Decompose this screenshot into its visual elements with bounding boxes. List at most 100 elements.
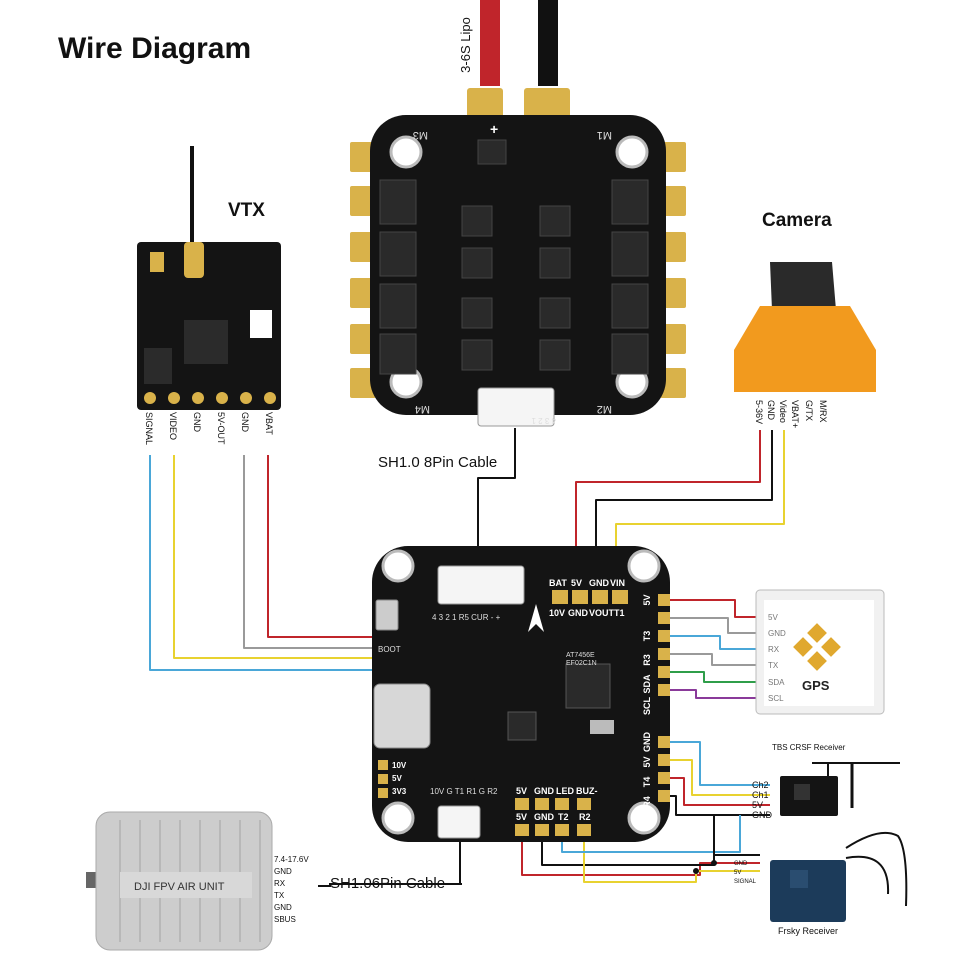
esc-cable-label: SH1.0 8Pin Cable [378,454,497,471]
esc-hole-tr [615,135,649,169]
gps-pin-tx: TX [768,661,779,670]
wire-gps-rx [668,635,760,650]
fc-boot-label: BOOT [378,645,401,654]
fc-pad-bottom-5v-2: 5V [516,812,527,822]
esc-connector [477,387,555,427]
fc-pad-right-r4: R4 [642,796,652,808]
wire-frsky-signal [583,835,760,883]
fc-pad-bottom-buz: BUZ- [576,786,598,796]
fc-connector-bottom-label: 10V G T1 R1 G R2 [430,787,498,796]
junction-dot-2 [693,868,699,874]
fc-pad-bottom-5v: 5V [516,786,527,796]
dji-title: DJI FPV AIR UNIT [134,881,225,893]
dji-air-unit: DJI FPV AIR UNIT 7.4-17.6V GND RX TX GND… [86,811,460,951]
esc-pcb [370,115,666,415]
fc-pad-right-gnd: GND [642,732,652,753]
esc-board: 3-6S Lipo + M3 M1 M4 M2 [350,17,686,427]
fc-usb-port[interactable] [373,683,431,749]
camera-pin-vbat: VBAT+ [790,400,800,428]
esc-pad-negative [524,88,570,120]
gps-pin-sda: SDA [768,678,785,687]
tbs-pin-ch1: Ch1 [752,790,769,800]
wire-tbs-ch2 [668,741,770,786]
camera-pin-gnd: GND [766,400,776,421]
gps-pin-rx: RX [768,645,780,654]
frsky-pin-gnd: GND [734,861,748,867]
esc-motor-label-m1: M1 [597,129,612,141]
camera-lens [770,262,836,310]
wire-frsky-5v [521,835,760,876]
fc-pad-right-sda: SDA [642,674,652,694]
fc-pad-right-5v-2: 5V [642,756,652,767]
wire-gps-5v [668,599,760,618]
fc-pad-right-r3: R3 [642,654,652,666]
tbs-receiver: TBS CRSF Receiver Ch2 Ch1 5V GND [752,743,900,820]
wire-tbs-5v [668,777,770,806]
battery-black-lead [538,0,558,86]
junction-dot-1 [711,860,717,866]
wires [149,0,785,885]
esc-connector-numbers: 4 3 2 1 [531,416,556,425]
dji-pin-tx: TX [274,891,285,900]
fc-logo-icon [528,604,544,632]
frsky-pcb [770,860,846,922]
fc-pad-vin: VIN [610,578,625,588]
wire-tbs-gnd [668,795,770,816]
wire-gps-scl [668,689,760,699]
vtx-pin-vbat: VBAT [264,412,274,435]
gps-title: GPS [802,678,830,693]
fc-pcb [372,546,670,842]
fc-pad-right-scl: SCL [642,696,652,715]
fc-boot-button[interactable] [375,599,399,631]
wire-cam-gnd [595,430,773,572]
gps-pin-gnd: GND [768,629,786,638]
fc-pad-left-10v: 10V [392,761,407,770]
fc-pad-bottom-gnd: GND [534,786,555,796]
dji-pin-gnd-2: GND [274,903,292,912]
fc-pad-t1: T1 [614,608,625,618]
wire-t2 [561,815,741,853]
fc-pad-right-t4: T4 [642,777,652,788]
gps-pin-5v: 5V [768,613,778,622]
camera-module: Camera 5-36V GND Video VBAT+ G/TX M/RX [734,210,876,428]
esc-pad-positive [467,88,503,120]
vtx-module: VTX SIGNAL VIDEO GND 5V-OUT GND VBAT [137,146,281,445]
fc-osd-chip [565,663,611,709]
dji-pin-power: 7.4-17.6V [274,855,309,864]
vtx-pin-gnd-2: GND [240,412,250,433]
battery-red-lead [480,0,500,86]
fc-chip-label-2: EF02C1N [566,660,597,667]
dji-cable-label: SH1.06Pin Cable [330,875,445,892]
fc-pad-gnd-2: GND [568,608,589,618]
esc-hole-tl [389,135,423,169]
vtx-pin-video: VIDEO [168,412,178,440]
camera-pin-mrx: M/RX [818,400,828,423]
wire-cam-power [575,430,761,572]
fc-pad-5v: 5V [571,578,582,588]
tbs-pin-5v: 5V [752,800,763,810]
gps-module: 5V GND RX TX SDA SCL GPS [755,589,885,715]
fc-pad-left-3v3: 3V3 [392,787,407,796]
wire-tbs-ch1 [668,759,770,796]
tbs-pin-ch2: Ch2 [752,780,769,790]
fc-pad-right-5v: 5V [642,594,652,605]
tbs-title: TBS CRSF Receiver [772,743,846,752]
vtx-title: VTX [228,200,265,221]
gps-pin-scl: SCL [768,694,784,703]
fc-pad-vout: VOUT [589,608,615,618]
wire-gps-sda [668,671,760,683]
esc-motor-label-m4: M4 [415,403,430,415]
frsky-pin-signal: SIGNAL [734,879,757,885]
esc-motor-label-m3: M3 [413,129,428,141]
camera-pin-gtx: G/TX [804,400,814,421]
fc-connector-top-label: 4 3 2 1 R5 CUR - + [432,613,501,622]
fc-pad-bat: BAT [549,578,567,588]
frsky-receiver: GND 5V SIGNAL Frsky Receiver [734,832,908,936]
wire-gps-gnd [668,617,760,634]
fc-pad-gnd: GND [589,578,610,588]
fc-pad-bottom-t2: T2 [558,812,569,822]
camera-body [734,306,876,392]
wire-gps-tx [668,653,760,666]
